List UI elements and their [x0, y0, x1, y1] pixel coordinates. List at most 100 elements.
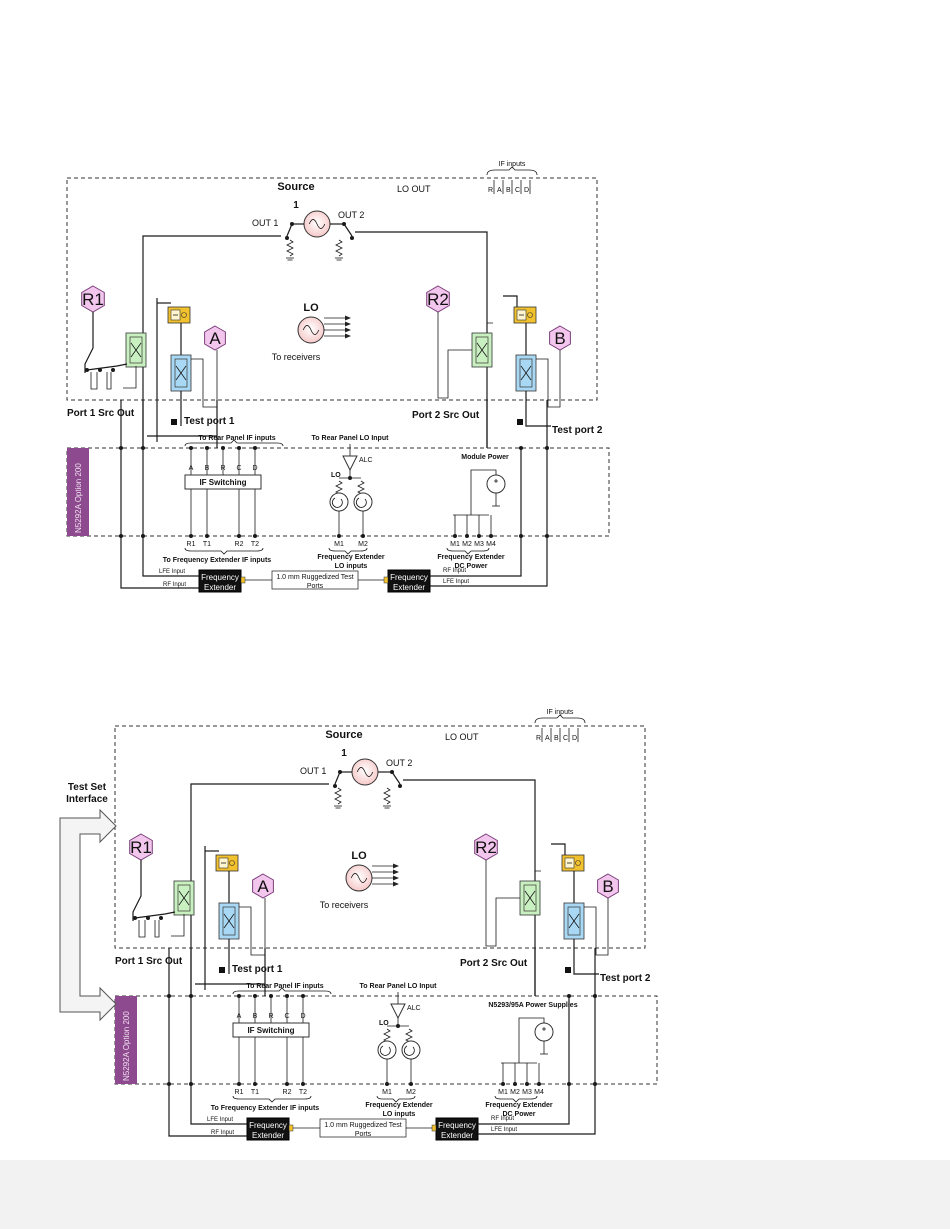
- if-switching-box: [232, 1022, 310, 1038]
- receiver-b: B: [597, 873, 619, 899]
- option-panel: [114, 995, 658, 1085]
- lo-input-m1: M1: [382, 1089, 392, 1096]
- power-output-label: M3: [474, 541, 484, 548]
- if-switching-box: [184, 474, 262, 490]
- power-output-label: M4: [486, 541, 496, 548]
- receiver-label: B: [554, 329, 565, 348]
- source-title: Source: [325, 729, 362, 741]
- receiver-label: R1: [82, 290, 104, 309]
- cable-label-1: 1.0 mm Ruggedized Test: [276, 574, 353, 581]
- source-number: 1: [293, 200, 299, 211]
- lo-mixer-m1: [377, 1040, 397, 1060]
- power-output-label: M2: [510, 1089, 520, 1096]
- lfe-input-right: LFE Input: [443, 579, 469, 585]
- power-output-label: M3: [522, 1089, 532, 1096]
- ext-dc-label-2: DC Power: [502, 1111, 535, 1118]
- coupler-port1-test: [170, 354, 192, 392]
- power-output-label: M4: [534, 1089, 544, 1096]
- ext-lo-label-2: LO inputs: [335, 563, 368, 570]
- ext-dc-label-1: Frequency Extender: [437, 554, 505, 561]
- power-output-label: M1: [498, 1089, 508, 1096]
- receiver-label: R2: [427, 290, 449, 309]
- lfe-input-right: LFE Input: [491, 1127, 517, 1133]
- receiver-a: A: [204, 325, 226, 351]
- rear-if-label: To Rear Panel IF inputs: [198, 435, 275, 442]
- receiver-r2: R2: [474, 833, 498, 861]
- port2-src-out-label: Port 2 Src Out: [412, 410, 480, 421]
- rf-input-right: RF Input: [491, 1116, 514, 1122]
- extender-label-2: Extender: [252, 1131, 284, 1140]
- source-oscillator: [351, 758, 379, 786]
- if-input-letter: D: [572, 735, 577, 742]
- test-port1-label: Test port 1: [232, 964, 283, 975]
- receiver-label: B: [602, 877, 613, 896]
- source-title: Source: [277, 181, 314, 193]
- out1-label: OUT 1: [252, 218, 278, 228]
- coupler-port2-test: [515, 354, 537, 392]
- if-output-label: T1: [203, 541, 211, 548]
- power-title: Module Power: [461, 454, 509, 461]
- extender-label-1: Frequency: [249, 1121, 287, 1130]
- if-input-letter: B: [506, 187, 511, 194]
- extender-label-1: Frequency: [201, 573, 239, 582]
- lo-path-label: LO: [379, 1020, 389, 1027]
- power-output-label: M1: [450, 541, 460, 548]
- to-ext-if-label: To Frequency Extender IF inputs: [211, 1105, 319, 1112]
- alc-amplifier: [342, 455, 358, 472]
- receiver-r2: R2: [426, 285, 450, 313]
- if-output-label: R1: [235, 1089, 244, 1096]
- port1-src-out-label: Port 1 Src Out: [115, 956, 183, 967]
- receiver-r1: R1: [129, 833, 153, 861]
- option-bar: [115, 996, 137, 1084]
- lo-mixer-m1: [329, 492, 349, 512]
- source-number: 1: [341, 748, 347, 759]
- rear-lo-label: To Rear Panel LO Input: [360, 983, 438, 990]
- alc-label: ALC: [359, 457, 373, 464]
- if-input-letter: B: [554, 735, 559, 742]
- if-inputs-label: IF inputs: [547, 709, 574, 716]
- test-set-label-2: Interface: [66, 794, 108, 805]
- rear-lo-label: To Rear Panel LO Input: [312, 435, 390, 442]
- lo-mixer-m2: [401, 1040, 421, 1060]
- bias-tee-port1: [215, 854, 239, 872]
- coupler-port1-reference: [125, 332, 147, 368]
- bias-tee-port2: [561, 854, 585, 872]
- lo-out-label: LO OUT: [397, 184, 431, 194]
- if-output-label: T2: [251, 541, 259, 548]
- lo-sub: To receivers: [320, 900, 369, 910]
- lo-oscillator: [345, 864, 373, 892]
- if-input-letter: C: [563, 735, 568, 742]
- option-bar-label: N5292A Option 200: [74, 463, 83, 533]
- if-input-letter: A: [545, 735, 550, 742]
- receiver-a: A: [252, 873, 274, 899]
- if-switching-label: IF Switching: [247, 1026, 294, 1035]
- receiver-label: A: [209, 329, 221, 348]
- if-input-letter: C: [515, 187, 520, 194]
- power-title: N5293/95A Power Supplies: [488, 1002, 577, 1009]
- lo-input-m2: M2: [406, 1089, 416, 1096]
- test-set-label-1: Test Set: [68, 782, 107, 793]
- if-input-letter: A: [497, 187, 502, 194]
- rf-input-left: RF Input: [211, 1130, 234, 1136]
- bias-tee-port2: [513, 306, 537, 324]
- coupler-port2-test: [563, 902, 585, 940]
- lo-sub: To receivers: [272, 352, 321, 362]
- if-input-letter: D: [524, 187, 529, 194]
- lo-path-label: LO: [331, 472, 341, 479]
- ext-dc-label-1: Frequency Extender: [485, 1102, 553, 1109]
- option-bar-label: N5292A Option 200: [122, 1011, 131, 1081]
- extender-label-2: Extender: [393, 583, 425, 592]
- lo-oscillator: [297, 316, 325, 344]
- power-supply-symbol: [534, 1022, 554, 1042]
- receiver-r1: R1: [81, 285, 105, 313]
- bias-tee-port1: [167, 306, 191, 324]
- lo-input-m2: M2: [358, 541, 368, 548]
- out1-label: OUT 1: [300, 766, 326, 776]
- extender-label-2: Extender: [441, 1131, 473, 1140]
- if-input-letter: R: [536, 735, 541, 742]
